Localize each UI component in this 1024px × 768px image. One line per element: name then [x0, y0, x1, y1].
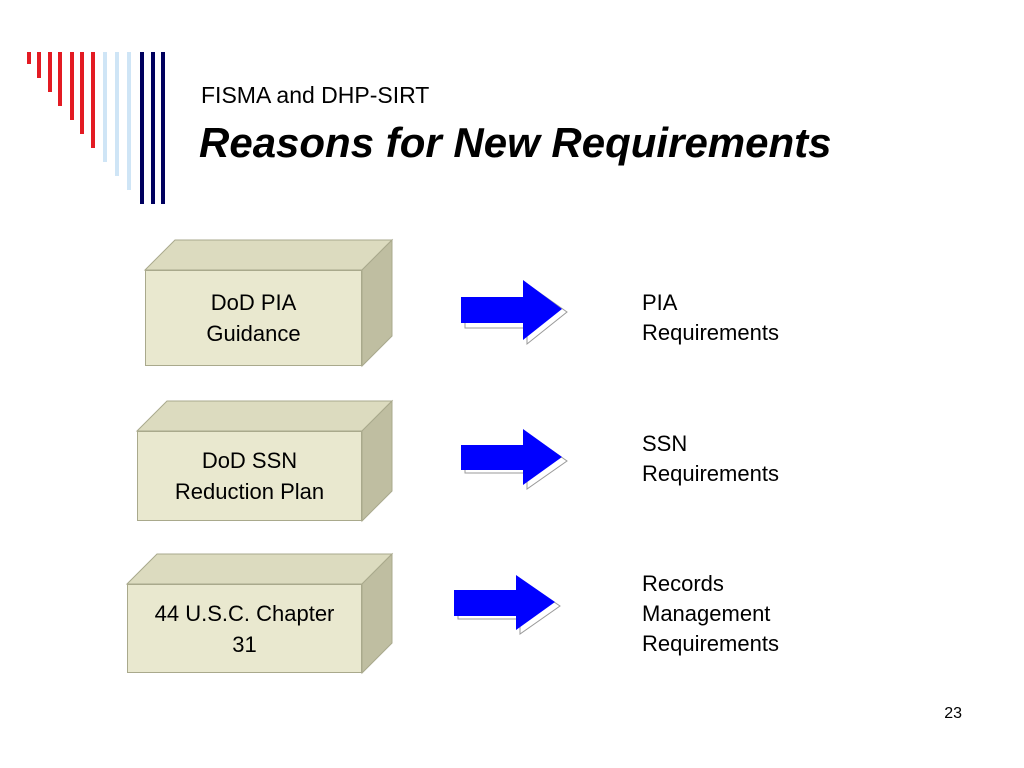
result-1-line-1: PIA — [642, 290, 678, 315]
result-pia-requirements: PIA Requirements — [642, 288, 779, 348]
stripe-red-2 — [37, 52, 41, 78]
box-3-side-face — [361, 552, 393, 675]
stripe-red-4 — [58, 52, 62, 106]
stripe-navy-3 — [161, 52, 165, 204]
arrow-2-shadow — [464, 432, 568, 490]
decorative-stripes — [27, 52, 165, 204]
box-usc-chapter-31: 44 U.S.C. Chapter 31 — [127, 584, 362, 673]
box-2-line-1: DoD SSN — [201, 448, 298, 473]
box-1-line-2: Guidance — [206, 321, 301, 346]
box-2-top-face — [135, 400, 394, 432]
arrow-1-shadow — [464, 283, 568, 346]
stripe-red-1 — [27, 52, 31, 64]
arrow-3 — [454, 575, 555, 630]
slide-subtitle: FISMA and DHP-SIRT — [201, 82, 430, 108]
stripe-red-5 — [70, 52, 74, 120]
stripe-red-3 — [48, 52, 52, 92]
box-dod-pia-guidance: DoD PIA Guidance — [145, 270, 362, 366]
stripe-navy-1 — [140, 52, 144, 204]
stripe-light-3 — [127, 52, 131, 190]
box-3-top-face — [125, 553, 394, 585]
stripe-light-1 — [103, 52, 107, 162]
stripe-navy-2 — [151, 52, 155, 204]
box-2-side-face — [361, 399, 393, 523]
box-3-line-1: 44 U.S.C. Chapter — [154, 600, 335, 626]
result-ssn-requirements: SSN Requirements — [642, 429, 779, 489]
stripe-light-2 — [115, 52, 119, 176]
result-1-line-2: Requirements — [642, 320, 779, 345]
result-2-line-1: SSN — [642, 431, 688, 456]
stripe-red-6 — [80, 52, 84, 134]
arrow-1 — [461, 280, 562, 340]
box-1-side-face — [361, 238, 393, 368]
box-1-line-1: DoD PIA — [210, 290, 297, 315]
stripe-red-7 — [91, 52, 95, 148]
result-3-line-2: Management — [642, 601, 771, 626]
page-number: 23 — [944, 705, 962, 722]
box-dod-ssn-reduction-plan: DoD SSN Reduction Plan — [137, 431, 362, 521]
box-1-top-face — [143, 239, 394, 271]
box-3-line-2: 31 — [232, 631, 257, 657]
arrow-2 — [461, 429, 562, 485]
arrow-3-shadow — [457, 578, 561, 635]
result-records-management-requirements: Records Management Requirements — [642, 569, 779, 659]
slide-title: Reasons for New Requirements — [199, 119, 832, 166]
result-2-line-2: Requirements — [642, 461, 779, 486]
result-3-line-3: Requirements — [642, 631, 779, 656]
result-3-line-1: Records — [642, 571, 724, 596]
box-2-line-2: Reduction Plan — [174, 479, 325, 504]
